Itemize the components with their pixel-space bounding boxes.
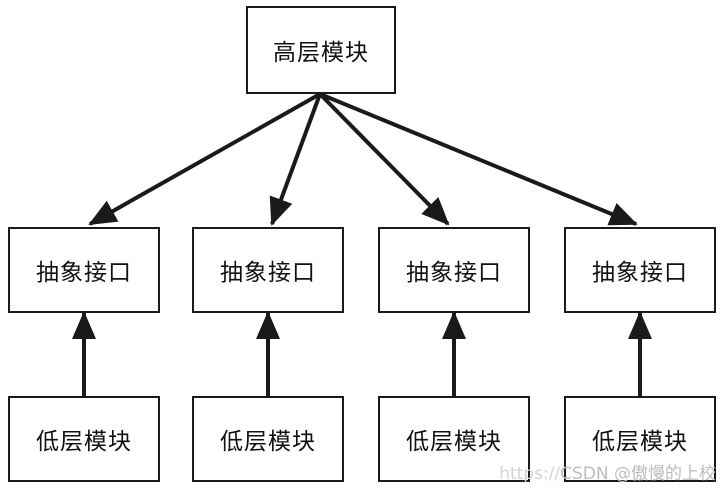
low-level-module-box-2: 低层模块 bbox=[192, 396, 344, 482]
low-level-module-label-1: 低层模块 bbox=[36, 429, 132, 455]
low-level-module-label-3: 低层模块 bbox=[406, 429, 502, 455]
low-level-module-box-1: 低层模块 bbox=[8, 396, 160, 482]
csdn-watermark: https://CSDN @傲慢的上校 bbox=[499, 459, 716, 484]
low-level-module-label-2: 低层模块 bbox=[220, 429, 316, 455]
abstract-interface-label-3: 抽象接口 bbox=[406, 260, 502, 286]
watermark-text: CSDN @傲慢的上校 bbox=[560, 464, 716, 484]
arrow-high-to-interface-1 bbox=[88, 92, 321, 226]
abstract-interface-label-1: 抽象接口 bbox=[36, 260, 132, 286]
low-level-module-box-3: 低层模块 bbox=[378, 396, 530, 482]
high-level-module-label: 高层模块 bbox=[273, 40, 369, 66]
low-level-module-box-4: 低层模块 bbox=[564, 396, 716, 482]
abstract-interface-label-2: 抽象接口 bbox=[220, 260, 316, 286]
abstract-interface-label-4: 抽象接口 bbox=[592, 260, 688, 286]
low-level-module-label-4: 低层模块 bbox=[592, 429, 688, 455]
arrow-high-to-interface-4 bbox=[319, 92, 638, 226]
abstract-interface-box-2: 抽象接口 bbox=[192, 227, 344, 313]
abstract-interface-box-4: 抽象接口 bbox=[564, 227, 716, 313]
abstract-interface-box-3: 抽象接口 bbox=[378, 227, 530, 313]
arrow-high-to-interface-3 bbox=[318, 92, 450, 226]
abstract-interface-box-1: 抽象接口 bbox=[8, 227, 160, 313]
high-level-module-box: 高层模块 bbox=[246, 6, 396, 94]
arrow-high-to-interface-2 bbox=[269, 93, 322, 226]
watermark-url: https:// bbox=[499, 464, 561, 484]
